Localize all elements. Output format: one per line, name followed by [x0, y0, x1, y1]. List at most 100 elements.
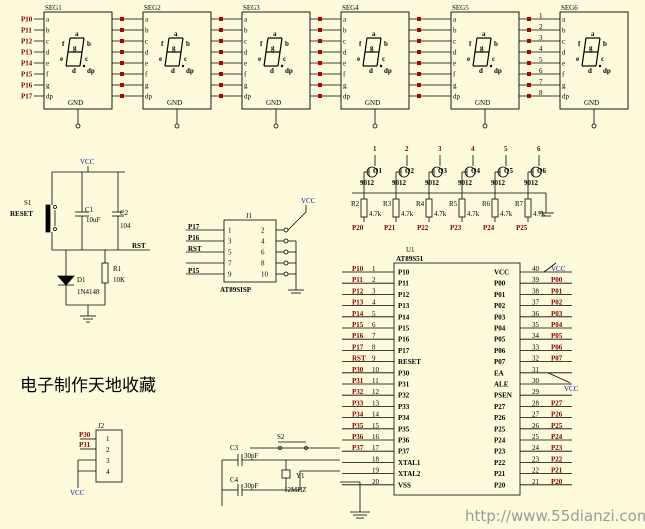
- segment-letter: b: [87, 40, 91, 48]
- mcu-right-net: P20: [551, 478, 563, 486]
- mcu-right-pin-number: 30: [532, 377, 540, 385]
- mcu-left-pin-name: P36: [398, 437, 410, 445]
- mcu-left-pin-name: P12: [398, 291, 410, 299]
- display-gnd-label: GND: [266, 99, 281, 107]
- mcu-right-net: P21: [551, 467, 563, 475]
- mcu-right-pin-number: 27: [532, 411, 540, 419]
- isp-net: P16: [188, 234, 200, 242]
- mcu-left-pin-name: RESET: [398, 358, 421, 366]
- seg6-line-number: 4: [539, 45, 543, 53]
- digit-driver-transistors: 1Q19012R24.7kP202Q29012R34.7kP213Q39012R…: [351, 145, 554, 232]
- display-gnd-label: GND: [167, 99, 182, 107]
- display-gnd-label: GND: [68, 99, 83, 107]
- segment-letter: g: [73, 44, 77, 52]
- resistor-value: 4.7k: [500, 210, 513, 218]
- mcu-left-pin-number: 20: [372, 478, 380, 486]
- c4-value: 30pF: [244, 482, 259, 490]
- transistor-name: Q6: [537, 167, 546, 175]
- segment-letter: b: [494, 40, 498, 48]
- display-label: SEG3: [243, 4, 260, 12]
- driver-port: P25: [516, 224, 528, 232]
- segment-letter: e: [576, 55, 579, 63]
- j2-vcc-label: VCC: [70, 489, 85, 497]
- j2-pin-2: 2: [106, 446, 110, 454]
- resistor-name: R7: [515, 200, 524, 208]
- segment-letter: a: [174, 30, 178, 38]
- transistor-model: 9012: [524, 179, 539, 187]
- display-pin-dp: dp: [145, 93, 153, 101]
- mcu-left-net: P14: [352, 310, 364, 318]
- display-pin-b: b: [46, 27, 50, 35]
- mcu-left-net: P10: [352, 265, 364, 273]
- j2-name: J2: [98, 422, 105, 430]
- mcu-right-net: P07: [551, 355, 563, 363]
- driver-number: 2: [405, 145, 409, 153]
- display-pin-dp: dp: [46, 93, 54, 101]
- display-pin-c: c: [145, 38, 148, 46]
- display-pin-c: c: [562, 38, 565, 46]
- segment-letter: d: [369, 67, 373, 75]
- segment-letter: dp: [384, 67, 392, 75]
- display-gnd-label: GND: [365, 99, 380, 107]
- mcu-right-pin-number: 38: [532, 287, 540, 295]
- mcu-left-pin-number: 19: [372, 467, 380, 475]
- display-pin-a: a: [562, 16, 566, 24]
- mcu-left-net: P34: [352, 411, 364, 419]
- display-gnd-label: GND: [475, 99, 490, 107]
- mcu-right-net: P27: [551, 399, 563, 407]
- mcu-right-pin-name: P21: [494, 470, 506, 478]
- mcu-left-pin-number: 17: [372, 444, 380, 452]
- mcu-left-pin-number: 1: [372, 265, 376, 273]
- j2-header: [77, 429, 123, 488]
- display-pin-f: f: [343, 71, 346, 79]
- resistor-name: R6: [482, 200, 491, 208]
- segment-letter: dp: [603, 67, 611, 75]
- mcu-right-pin-name: EA: [494, 369, 504, 377]
- seg6-line-number: 2: [539, 23, 543, 31]
- transistor-model: 9012: [360, 179, 375, 187]
- driver-number: 5: [504, 145, 508, 153]
- transistor-model: 9012: [392, 179, 407, 187]
- display-pin-f: f: [46, 71, 49, 79]
- segment-letter: g: [271, 44, 275, 52]
- segment-letter: b: [603, 40, 607, 48]
- transistor-name: Q3: [438, 167, 447, 175]
- transistor-name: Q4: [471, 167, 480, 175]
- isp-net: RST: [188, 245, 202, 253]
- display-pin-g: g: [562, 82, 566, 90]
- mcu-right-net: P22: [551, 455, 563, 463]
- mcu-right-pin-name: P04: [494, 325, 506, 333]
- r1-value: 10K: [113, 276, 125, 284]
- mcu-left-net: P15: [352, 321, 364, 329]
- display-pin-b: b: [343, 27, 347, 35]
- mcu-right-pin-number: 31: [532, 366, 540, 374]
- mcu-right-pin-name: P25: [494, 425, 506, 433]
- mcu-left-pin-name: P31: [398, 381, 410, 389]
- reset-switch-name: S1: [24, 199, 32, 207]
- bus-label-P11: P11: [21, 27, 32, 35]
- mcu-left-pin-number: 13: [372, 399, 380, 407]
- mcu-right-pin-number: 32: [532, 355, 540, 363]
- watermark-text: http://www.55dianzi.com: [465, 507, 645, 525]
- mcu-left-net: P36: [352, 433, 364, 441]
- caption-text: 电子制作天地收藏: [20, 376, 156, 396]
- segment-letter: a: [273, 30, 277, 38]
- segment-letter: c: [382, 55, 385, 63]
- display-pin-d: d: [562, 49, 566, 57]
- mcu-left-pin-name: P16: [398, 336, 410, 344]
- mcu-right-net: P25: [551, 422, 563, 430]
- resistor-value: 4.7k: [467, 210, 480, 218]
- segment-letter: a: [75, 30, 79, 38]
- transistor-name: Q5: [504, 167, 513, 175]
- mcu-right-pin-name: ALE: [494, 381, 509, 389]
- segment-letter: f: [161, 40, 164, 48]
